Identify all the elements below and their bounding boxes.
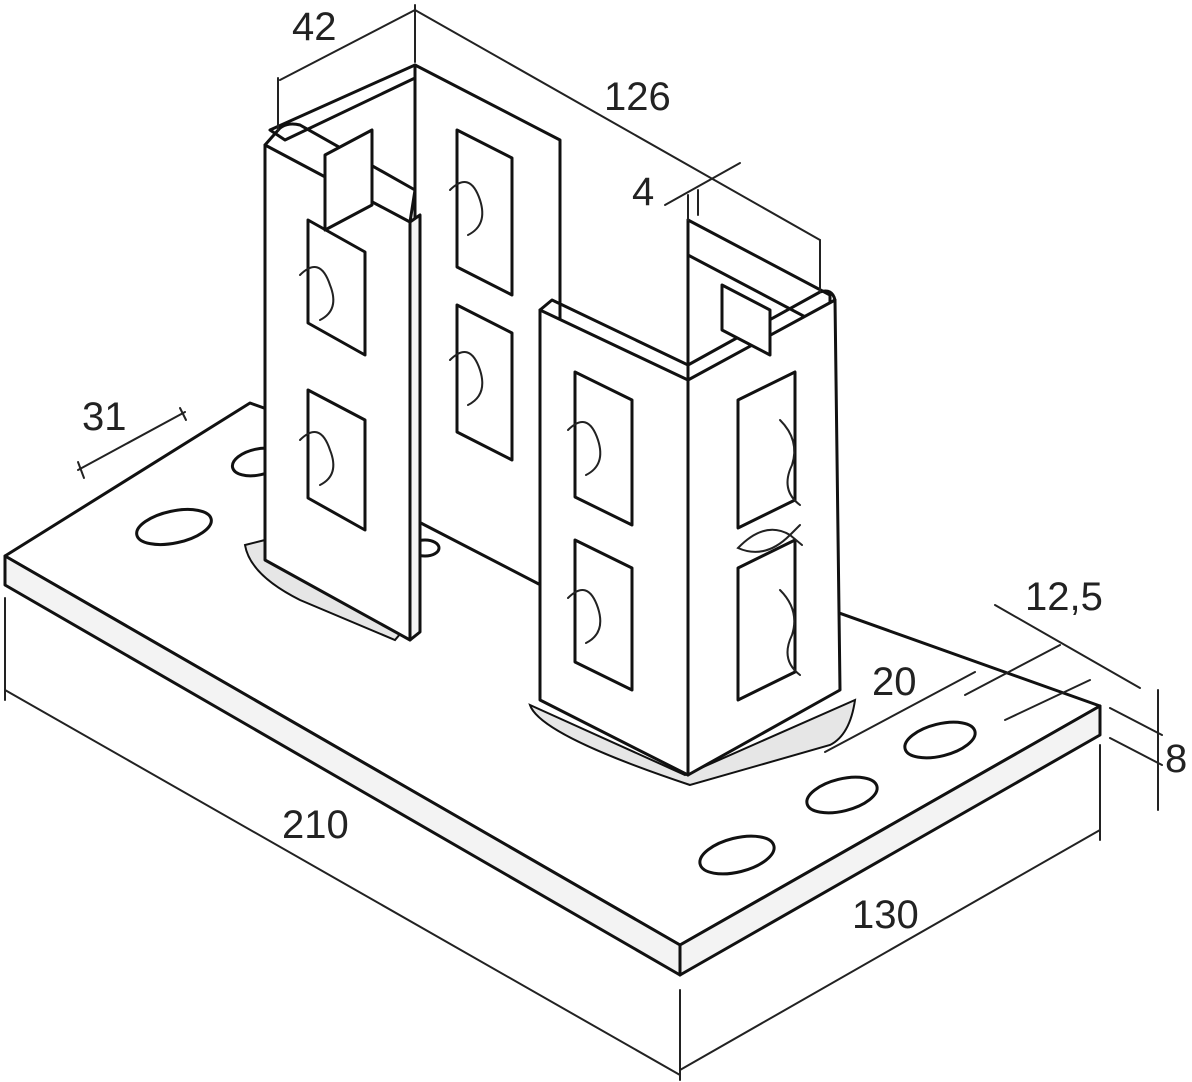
slot-lip — [299, 431, 335, 486]
channel-slot — [736, 370, 797, 530]
right-channel-side-face — [686, 298, 842, 777]
channel-slot — [573, 538, 634, 692]
weld-seam-right — [528, 698, 857, 787]
channel-slot — [573, 370, 634, 527]
slot-hole — [698, 834, 776, 876]
dim-plate-width: 130 — [852, 893, 919, 937]
right-channel-top-edge — [538, 289, 837, 367]
right-channel — [528, 218, 857, 787]
dim-plate-length: 210 — [282, 803, 349, 847]
slot-lip — [449, 351, 484, 406]
channel-slot — [323, 128, 374, 232]
channel-slot — [455, 128, 514, 297]
dim-hole-spacing: 20 — [872, 660, 917, 704]
dimension-lines — [4, 4, 1163, 1081]
right-channel-front-face — [538, 308, 690, 777]
slot-lip — [449, 181, 484, 236]
left-channel — [243, 63, 562, 642]
channel-slot — [306, 218, 367, 357]
channel-slot — [306, 388, 367, 532]
channel-slot — [455, 303, 514, 462]
slot-lip — [567, 421, 602, 476]
slot-hole — [135, 507, 213, 547]
channel-slot — [736, 538, 797, 702]
dim-wall-thickness: 4 — [632, 170, 654, 214]
dim-channel-span: 126 — [604, 75, 671, 119]
slot-lip — [779, 589, 801, 676]
brand-mark — [736, 524, 803, 553]
slot-lip — [299, 266, 335, 321]
slot-lip — [779, 419, 801, 506]
left-channel-top-lip — [268, 63, 417, 142]
slot-lip — [567, 589, 602, 644]
left-channel-edge — [408, 213, 422, 642]
dim-hole-edge-offset: 31 — [82, 395, 127, 439]
slot-hole — [903, 720, 977, 760]
dim-plate-thickness: 8 — [1165, 737, 1187, 781]
left-channel-top-edge — [263, 122, 417, 224]
plate-side-face-right — [678, 704, 1102, 977]
slot-hole — [805, 775, 879, 815]
dim-hole-offset-small: 12,5 — [1025, 575, 1103, 619]
channel-slot — [720, 283, 772, 357]
dim-channel-width: 42 — [292, 5, 337, 49]
